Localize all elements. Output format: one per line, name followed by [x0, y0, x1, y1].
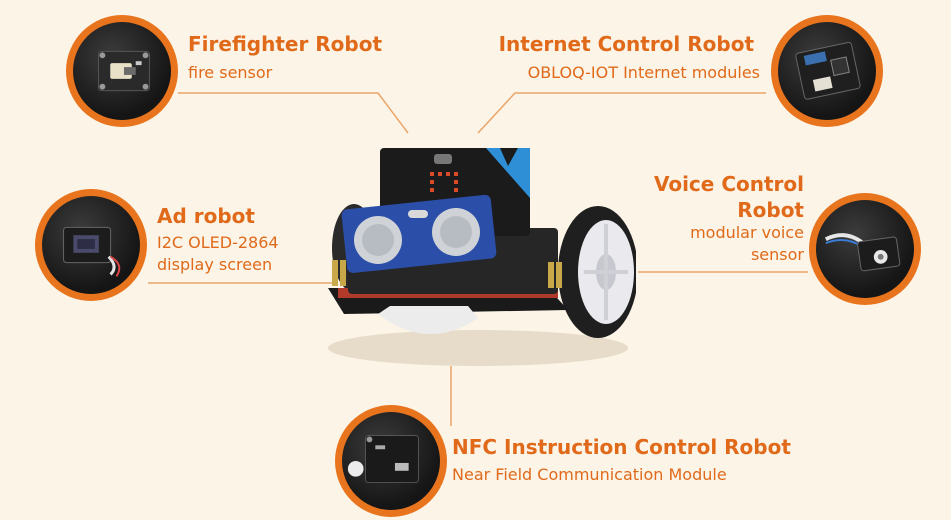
robot-shadow: [328, 330, 628, 366]
ad-title: Ad robot: [157, 204, 255, 228]
voice-subtitle-line2: sensor: [750, 245, 804, 264]
ad-subtitle-line2: display screen: [157, 255, 273, 274]
nfc-title: NFC Instruction Control Robot: [452, 435, 791, 459]
nfc-module-icon: [347, 435, 419, 484]
robot-car-image: [328, 148, 636, 366]
voice-sensor-module-icon: [824, 233, 901, 272]
header-pins: [332, 260, 562, 288]
firefighter-title: Firefighter Robot: [188, 32, 383, 56]
internet-title: Internet Control Robot: [498, 32, 754, 56]
firefighter-module-circle: [66, 15, 178, 127]
ultrasonic-sensor: [341, 194, 497, 273]
voice-subtitle-line1: modular voice: [690, 223, 804, 242]
iot-module-icon: [795, 41, 861, 100]
internet-module-circle: [771, 15, 883, 127]
voice-module-circle: [809, 193, 921, 305]
connector-internet: [477, 92, 766, 134]
voice-title-line2: Robot: [737, 198, 804, 222]
ad-module-circle: [35, 189, 147, 301]
right-wheel: [558, 206, 636, 338]
firefighter-subtitle: fire sensor: [188, 63, 273, 82]
internet-subtitle: OBLOQ-IOT Internet modules: [527, 63, 760, 82]
voice-title-line1: Voice Control: [653, 172, 804, 196]
nfc-subtitle: Near Field Communication Module: [452, 465, 727, 484]
nfc-module-circle: [335, 405, 447, 517]
oled-module-icon: [63, 226, 121, 277]
fire-sensor-module-icon: [97, 50, 150, 92]
ad-subtitle-line1: I2C OLED-2864: [157, 233, 279, 252]
connector-firefighter: [178, 92, 409, 134]
front-caster: [378, 306, 478, 335]
